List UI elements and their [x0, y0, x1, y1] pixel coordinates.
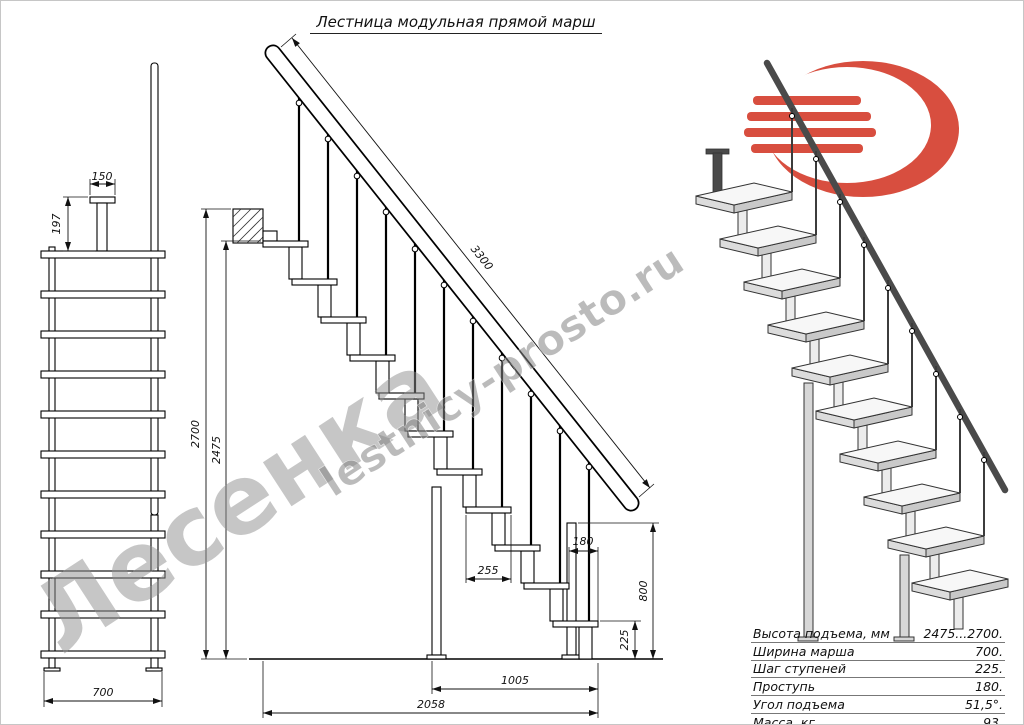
front-view: 150 197 700: [40, 62, 166, 707]
watermark-lesenka: Лесенка: [13, 329, 462, 675]
spec-row-step: Шаг ступеней 225.: [751, 661, 1005, 679]
spec-row-mass: Масса, кг 93.: [751, 714, 1005, 724]
spec-row-width: Ширина марша 700.: [751, 643, 1005, 661]
dim-3300: 3300: [468, 243, 496, 273]
spec-row-tread: Проступь 180.: [751, 679, 1005, 697]
iso-support-post: [803, 382, 814, 640]
dim-197: 197: [50, 214, 63, 235]
dim-2475: 2475: [210, 436, 223, 464]
page-title-text: Лестница модульная прямой марш: [310, 13, 602, 34]
dim-2058: 2058: [417, 698, 445, 711]
iso-handrail: [763, 59, 1009, 494]
dim-2700: 2700: [189, 420, 202, 448]
dim-180: 180: [573, 535, 594, 548]
spec-table: Высота подъема, мм 2475...2700. Ширина м…: [751, 625, 1005, 724]
dim-255: 255: [478, 564, 499, 577]
dim-225: 225: [618, 630, 631, 651]
bracket-post: [96, 202, 108, 252]
wall-section: [232, 208, 264, 244]
dim-800: 800: [637, 581, 650, 602]
handrail-edge: [150, 62, 159, 516]
dim-1005: 1005: [501, 674, 529, 687]
iso-view: [695, 59, 1009, 642]
bracket-plate: [89, 196, 116, 204]
spec-row-angle: Угол подъема 51,5°.: [751, 696, 1005, 714]
front-support-post: [431, 486, 442, 656]
spec-row-height: Высота подъема, мм 2475...2700.: [751, 625, 1005, 643]
side-view: 3300 2700 2475 800 225 180: [189, 33, 663, 718]
page-title: Лестница модульная прямой марш: [301, 13, 611, 34]
dim-700: 700: [93, 686, 114, 699]
dim-150: 150: [92, 170, 113, 183]
